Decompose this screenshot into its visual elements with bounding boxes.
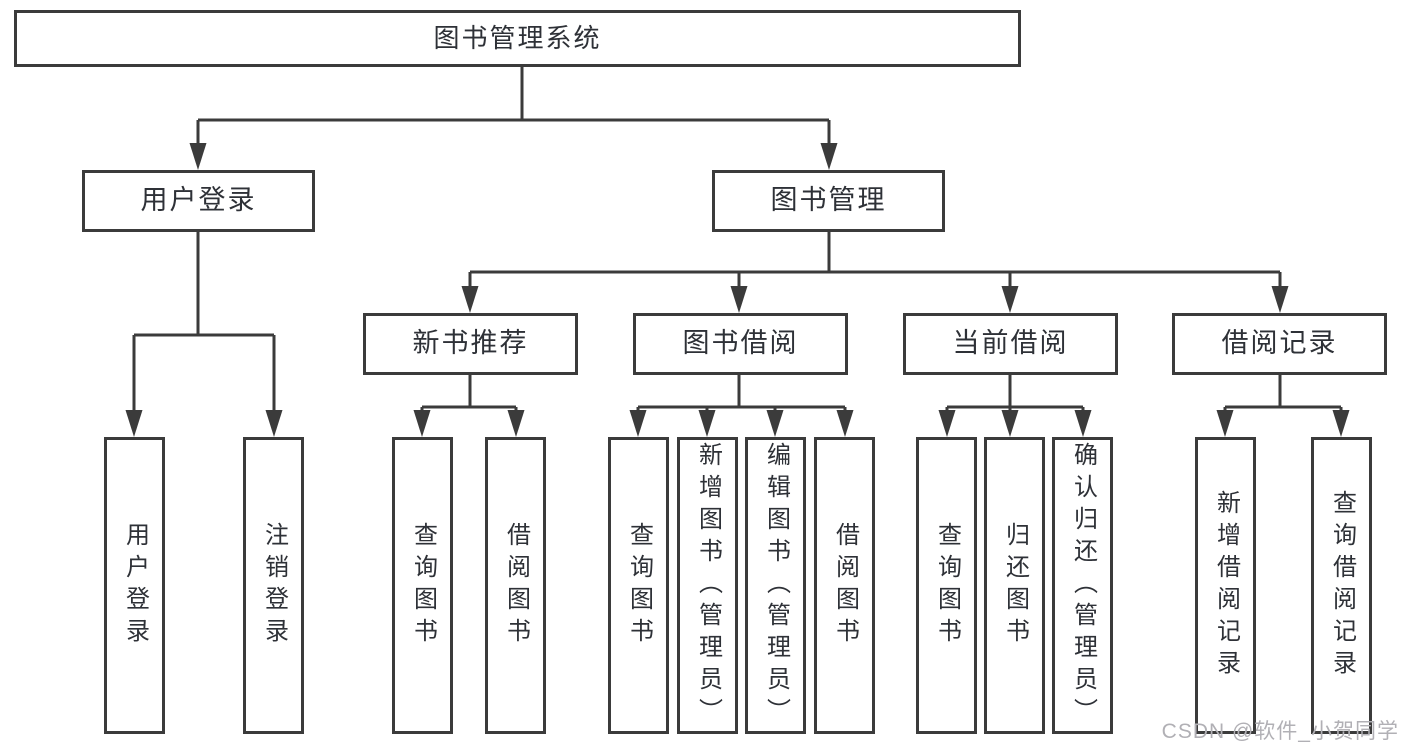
node-new-book-recommend: 新书推荐 [363, 313, 578, 375]
leaf-node-6: 编辑图书（管理员） [745, 437, 806, 734]
leaf-node-5: 新增图书（管理员） [677, 437, 738, 734]
leaf-node-0: 用户登录 [104, 437, 165, 734]
leaf-node-4: 查询图书 [608, 437, 669, 734]
node-root: 图书管理系统 [14, 10, 1021, 67]
leaf-node-3: 借阅图书 [485, 437, 546, 734]
node-current-borrowing: 当前借阅 [903, 313, 1118, 375]
leaf-node-8: 查询图书 [916, 437, 977, 734]
leaf-node-7: 借阅图书 [814, 437, 875, 734]
leaf-node-2: 查询图书 [392, 437, 453, 734]
leaf-node-12: 查询借阅记录 [1311, 437, 1372, 734]
leaf-node-1: 注销登录 [243, 437, 304, 734]
node-book-borrowing: 图书借阅 [633, 313, 848, 375]
leaf-node-10: 确认归还（管理员） [1052, 437, 1113, 734]
leaf-node-9: 归还图书 [984, 437, 1045, 734]
watermark-text: CSDN @软件_小贺同学 [1161, 720, 1399, 743]
leaf-node-11: 新增借阅记录 [1195, 437, 1256, 734]
node-borrow-records: 借阅记录 [1172, 313, 1387, 375]
node-book-management: 图书管理 [712, 170, 945, 232]
node-user-login: 用户登录 [82, 170, 315, 232]
